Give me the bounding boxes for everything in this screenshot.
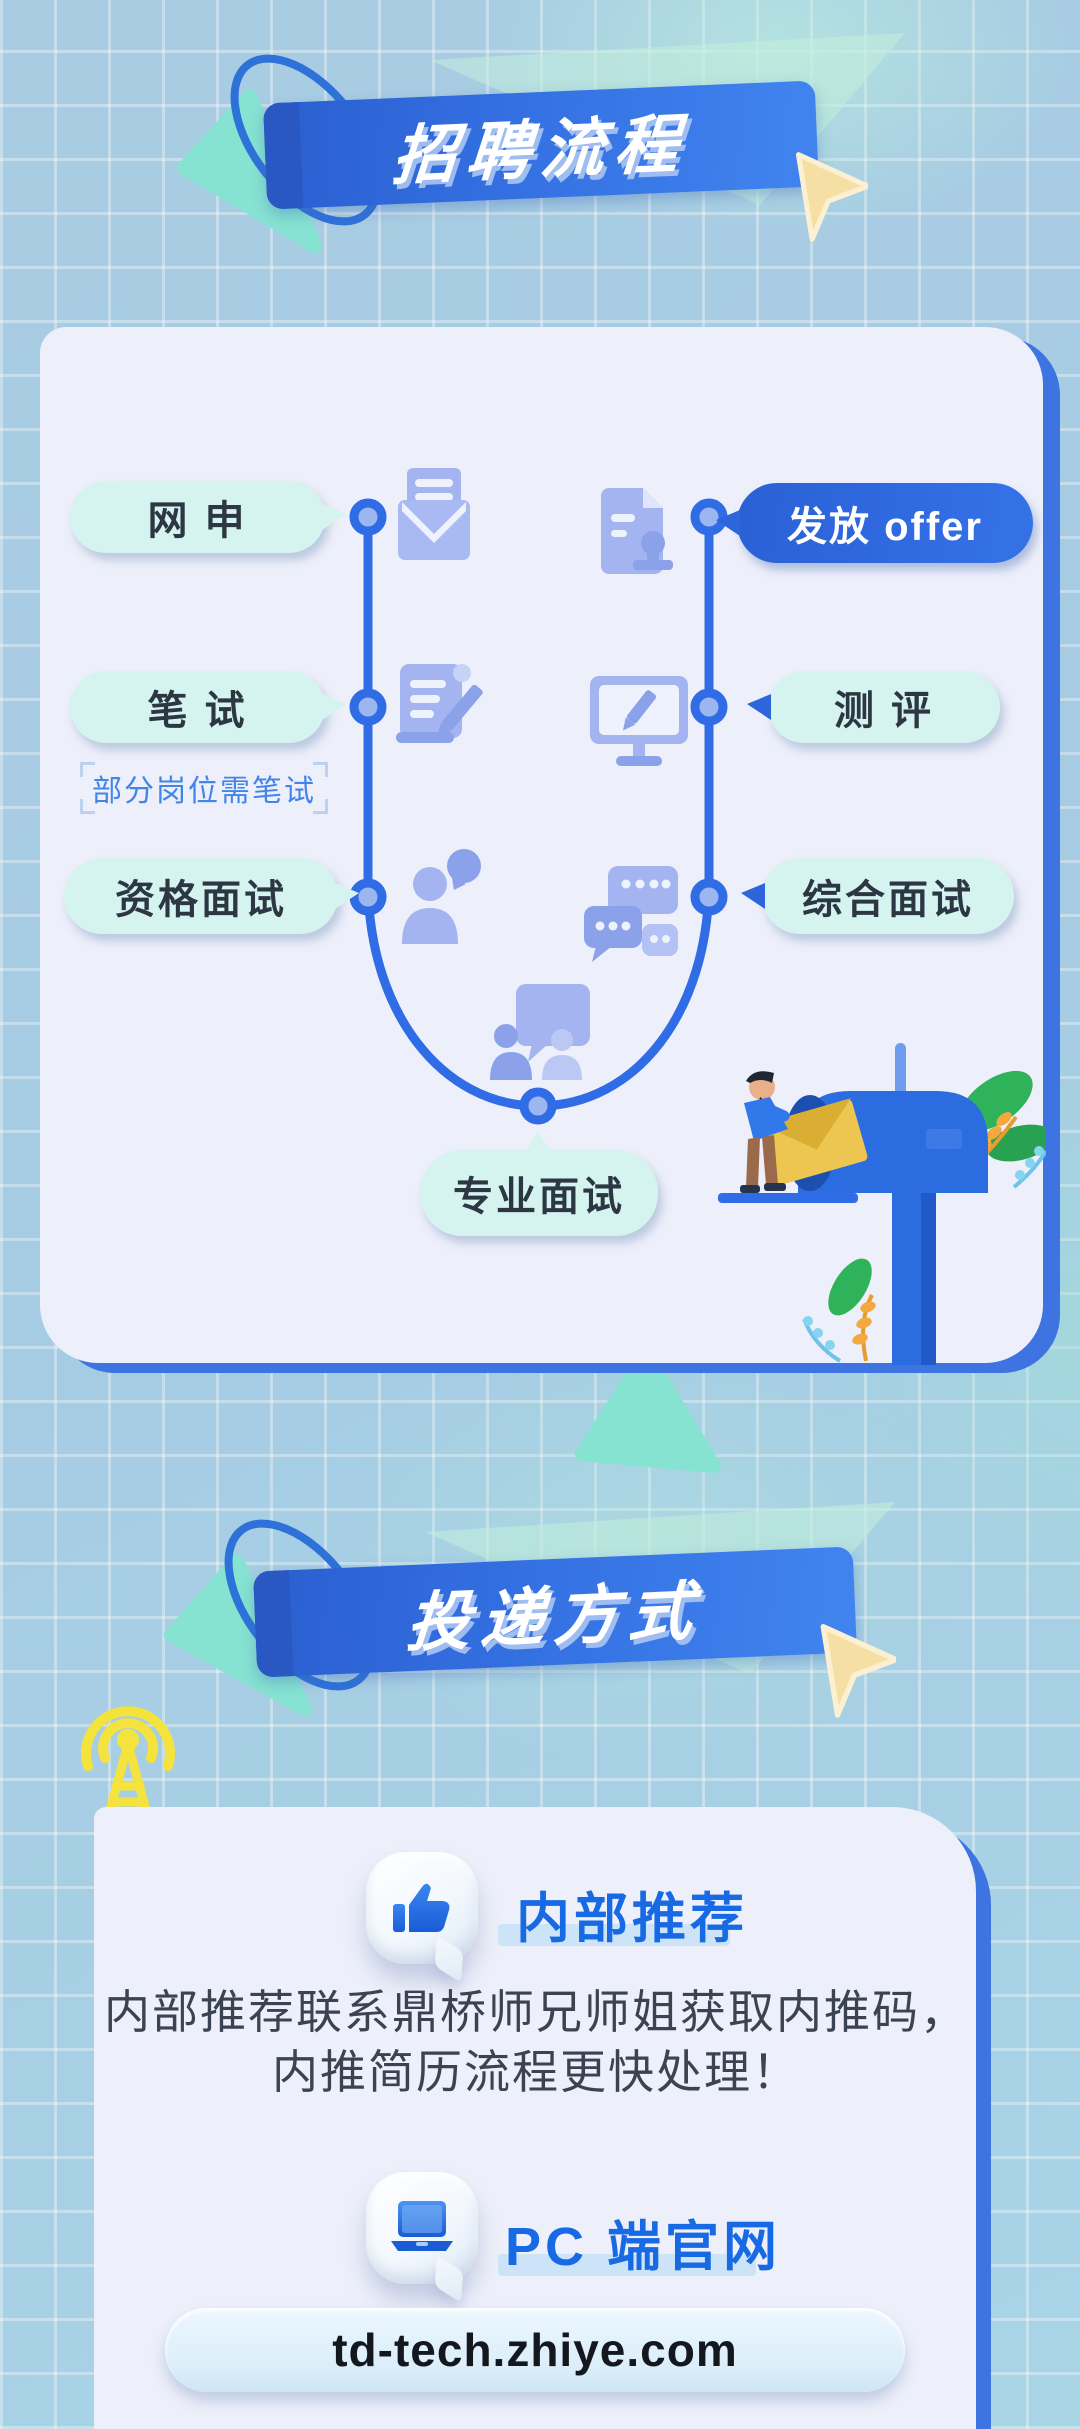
step-qualification-interview: 资格面试 bbox=[64, 858, 359, 934]
monitor-pencil-icon bbox=[590, 676, 688, 766]
plants-bottom-icon bbox=[802, 1258, 876, 1363]
envelope-icon bbox=[398, 468, 470, 560]
website-url: td-tech.zhiye.com bbox=[332, 2324, 738, 2376]
mailbox-illustration bbox=[718, 1043, 1046, 1365]
step-professional-interview: 专业面试 bbox=[420, 1131, 658, 1236]
thumbs-up-icon bbox=[393, 1883, 450, 1932]
group-discussion-icon bbox=[490, 984, 590, 1080]
document-person-icon bbox=[601, 488, 673, 574]
referral-text-line2: 内推简历流程更快处理！ bbox=[272, 2046, 800, 2098]
note-corner bbox=[80, 799, 95, 814]
step-online-apply: 网 申 bbox=[70, 481, 346, 553]
antenna-icon bbox=[81, 1706, 175, 1818]
step-comprehensive-interview-label: 综合面试 bbox=[802, 878, 974, 922]
envelope-in-mailbox bbox=[760, 1098, 868, 1185]
referral-heading: 内部推荐 bbox=[516, 1889, 748, 1949]
banner-apply-title: 投递方式 bbox=[403, 1574, 706, 1660]
website-url-button[interactable]: td-tech.zhiye.com bbox=[165, 2308, 905, 2392]
referral-bubble-icon bbox=[366, 1852, 478, 1964]
banner-process-title: 招聘流程 bbox=[389, 107, 692, 193]
step-written-test-label: 笔 试 bbox=[147, 689, 248, 733]
step-written-test: 笔 试 bbox=[70, 671, 346, 743]
website-heading: PC 端官网 bbox=[505, 2217, 782, 2277]
banner1-cursor-icon bbox=[795, 152, 868, 242]
between-cards-mint-triangle bbox=[575, 1347, 721, 1473]
written-test-note-text: 部分岗位需笔试 bbox=[92, 775, 316, 808]
laptop-icon bbox=[391, 2201, 453, 2251]
step-comprehensive-interview: 综合面试 bbox=[741, 858, 1014, 934]
scroll-pencil-icon bbox=[396, 664, 483, 743]
step-assessment-label: 测 评 bbox=[833, 689, 935, 733]
chat-bubbles-icon bbox=[584, 866, 678, 962]
referral-underline bbox=[498, 1924, 730, 1946]
note-corner bbox=[313, 762, 328, 777]
referral-text-line1: 内部推荐联系鼎桥师兄师姐获取内推码， bbox=[104, 1986, 968, 2038]
person-figure bbox=[740, 1071, 790, 1193]
banner2-cursor-icon bbox=[820, 1623, 896, 1718]
step-qualification-interview-label: 资格面试 bbox=[115, 878, 287, 922]
note-corner bbox=[313, 799, 328, 814]
step-assessment: 测 评 bbox=[747, 671, 1000, 743]
website-underline bbox=[498, 2254, 756, 2276]
person-speech-icon bbox=[402, 849, 481, 944]
platform bbox=[718, 1193, 858, 1203]
step-offer-label: 发放 offer bbox=[787, 505, 983, 549]
note-corner bbox=[80, 762, 95, 777]
step-online-apply-label: 网 申 bbox=[147, 499, 248, 543]
step-professional-interview-label: 专业面试 bbox=[453, 1175, 625, 1219]
website-bubble-icon bbox=[366, 2172, 478, 2284]
step-offer: 发放 offer bbox=[716, 483, 1033, 563]
written-test-note: 部分岗位需笔试 bbox=[80, 762, 328, 814]
